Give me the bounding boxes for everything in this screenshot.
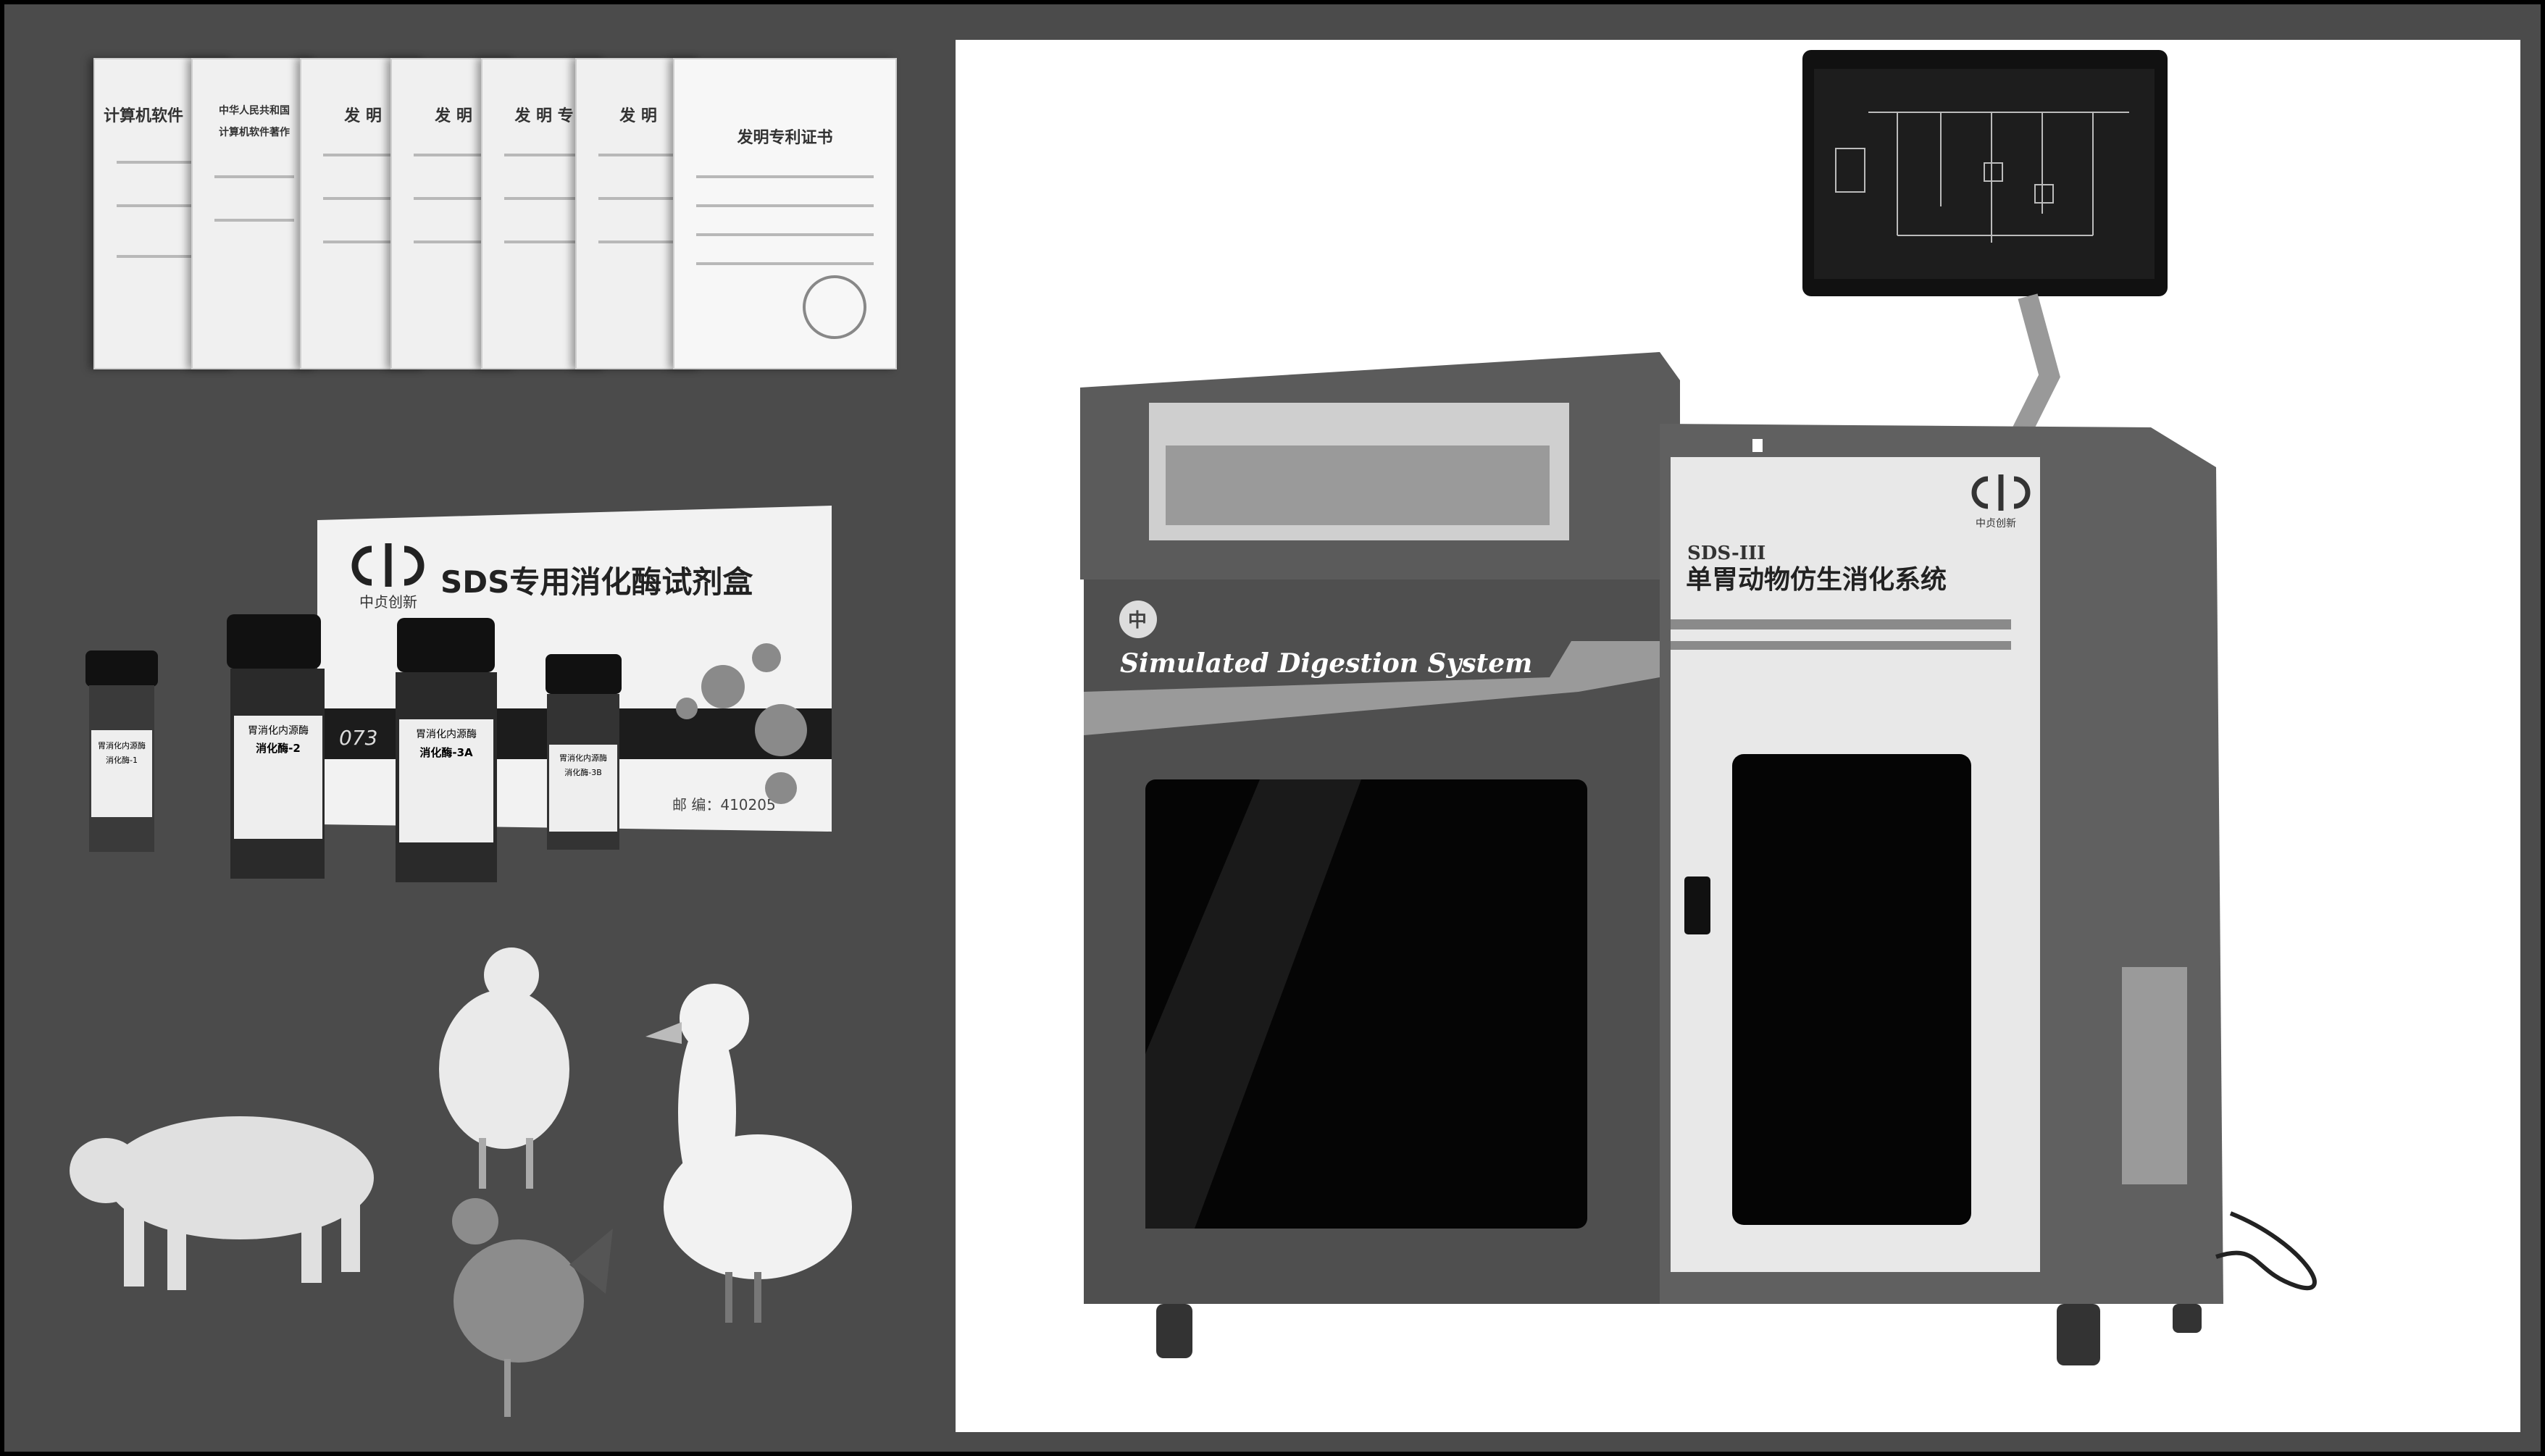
vial-header: 胃消化内源酶 (98, 740, 146, 750)
machine-left-cabinet: 中 Simulated Digestion System (1080, 352, 1680, 1304)
vial-name: 消化酶-3A (419, 746, 473, 759)
vial-name: 消化酶-3B (564, 767, 602, 777)
certificate-title: 发 明 (619, 107, 657, 125)
certificate-title: 中华人民共和国 (219, 105, 290, 117)
brand-emblem-icon (1119, 601, 1157, 638)
panel-brand: 中贞创新 (1976, 517, 2016, 530)
machine-name-cn: 单胃动物仿生消化系统 (1686, 565, 1947, 595)
kit-phone: 073 (339, 726, 377, 750)
seal-icon (803, 275, 866, 339)
kit-brand: 中贞创新 (359, 593, 417, 611)
molecule-graphic (676, 643, 807, 804)
machine-name-en: Simulated Digestion System (1120, 648, 1532, 679)
touchscreen-monitor[interactable] (1802, 50, 2168, 296)
vent-grille (2122, 967, 2187, 1184)
certificate-title: 发 明 (435, 107, 472, 125)
machine-model: SDS-III (1687, 543, 1765, 564)
reagent-kit: 中贞创新 SDS专用消化酶试剂盒 073 邮 编：410205 胃消化内源酶消化… (85, 491, 839, 897)
certificates-group: 计算机软件 中华人民共和国计算机软件著作 发 明 发 明 发 明 专 发 明 发… (93, 58, 897, 369)
vial-header: 胃消化内源酶 (416, 729, 477, 740)
door-lock[interactable] (1684, 876, 1710, 934)
certificate: 发明专利证书 (673, 58, 897, 369)
brand-logo-icon (1971, 474, 2031, 511)
product-photo-panel: 中 Simulated Digestion System 中贞创新 SDS-II… (956, 40, 2520, 1432)
chicken-brown-image (452, 1198, 613, 1417)
right-cabinet-door[interactable] (1732, 754, 1971, 1225)
animals-group (70, 946, 903, 1439)
vial-header: 胃消化内源酶 (248, 725, 309, 737)
chicken-white-image (439, 947, 569, 1189)
caster-wheels (1156, 1304, 2202, 1365)
decor-stripe (1084, 641, 1660, 735)
certificate: 中华人民共和国计算机软件著作 (191, 58, 317, 369)
kit-postcode: 邮 编：410205 (672, 796, 776, 813)
certificate-title: 发 明 (344, 107, 382, 125)
certificate-subtitle: 计算机软件著作 (219, 127, 290, 138)
vial-name: 消化酶-2 (256, 742, 301, 755)
emblem-glyph: 中 (1128, 610, 1147, 632)
vial-name: 消化酶-1 (106, 755, 138, 765)
certificate-title: 发 明 专 (514, 107, 574, 125)
kit-title: SDS专用消化酶试剂盒 (440, 564, 753, 600)
collage-background: 计算机软件 中华人民共和国计算机软件著作 发 明 发 明 发 明 专 发 明 发… (4, 4, 2541, 1452)
brand-logo-icon (351, 543, 425, 587)
monitor-arm (2011, 293, 2060, 439)
vial-header: 胃消化内源酶 (559, 753, 607, 763)
duck-image (645, 984, 852, 1323)
power-cable (2215, 1211, 2317, 1291)
certificate-title: 计算机软件 (104, 107, 184, 125)
machine-right-cabinet: 中贞创新 SDS-III 单胃动物仿生消化系统 (1660, 424, 2317, 1304)
certificate-title: 发明专利证书 (737, 129, 833, 147)
pig-image (70, 1116, 374, 1290)
screen-diagram (1835, 112, 2129, 243)
